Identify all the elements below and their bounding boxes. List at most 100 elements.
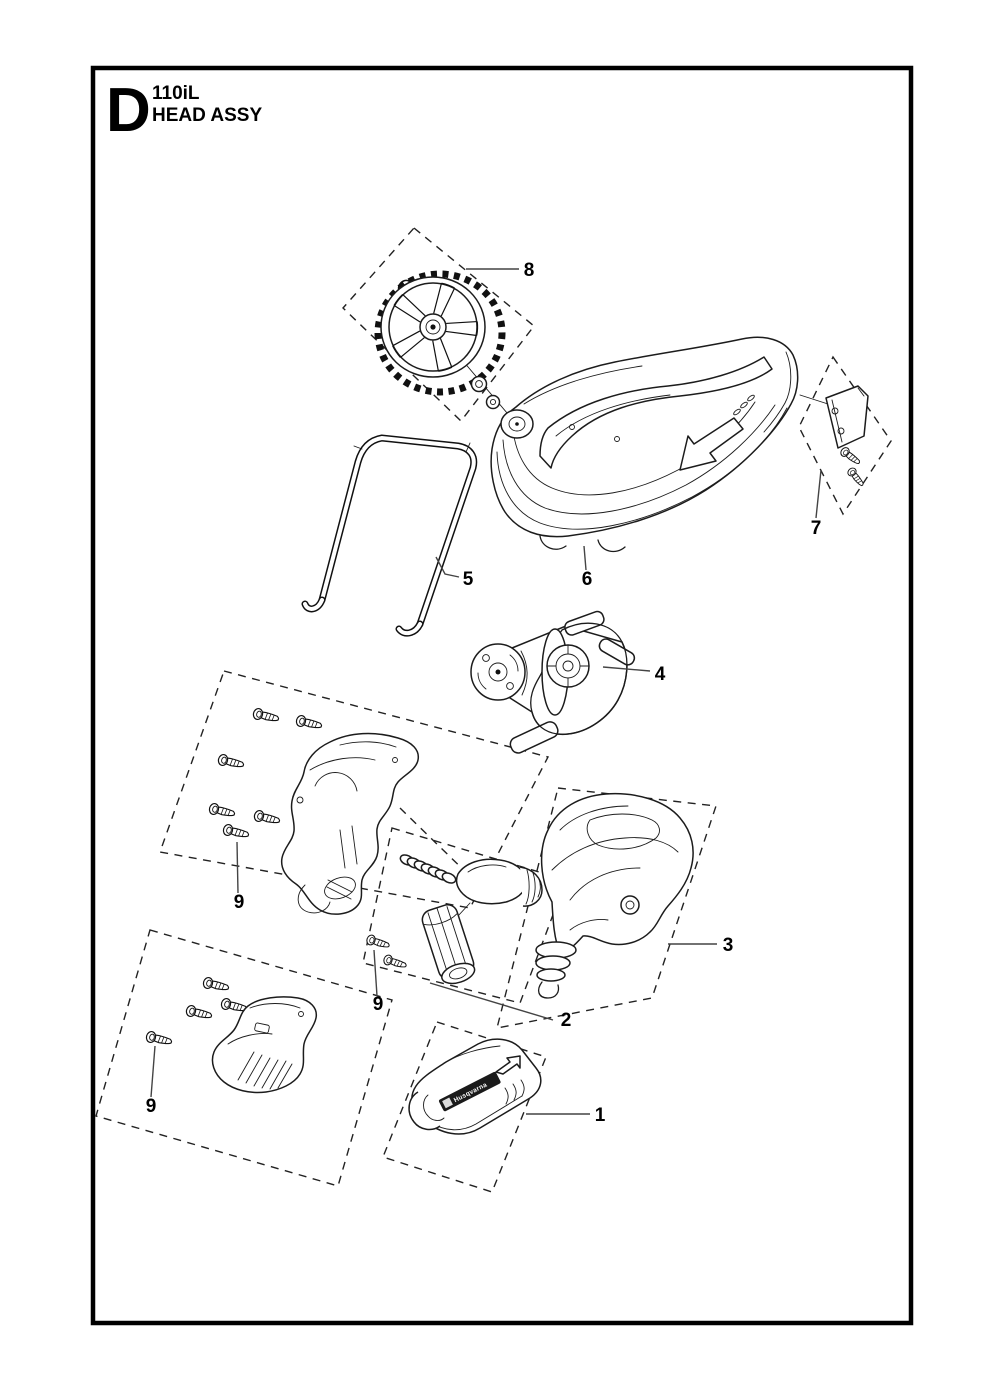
page-border bbox=[90, 65, 914, 1326]
guard-rib bbox=[539, 356, 773, 469]
assembly-title: HEAD ASSY bbox=[152, 105, 262, 126]
bracket-link-line bbox=[799, 394, 829, 405]
bracket-hole bbox=[831, 407, 839, 415]
leader-9-mid bbox=[373, 949, 378, 997]
group-box-bracket bbox=[798, 355, 892, 516]
callout-3: 3 bbox=[723, 935, 734, 956]
part-8-support-wheel bbox=[374, 270, 514, 421]
arrow-hash bbox=[740, 401, 748, 409]
collar-hook bbox=[537, 981, 560, 999]
model-label: 110iL bbox=[152, 83, 200, 104]
callout-9-lower: 9 bbox=[146, 1096, 157, 1117]
housing-left-hole bbox=[296, 796, 304, 804]
guard-contour-2 bbox=[502, 404, 776, 515]
cover-arrow bbox=[495, 1055, 521, 1075]
cover-fork-notch bbox=[423, 1094, 445, 1121]
housing-left-foot bbox=[297, 879, 353, 914]
housing-right-lines bbox=[551, 805, 679, 931]
callout-4: 4 bbox=[655, 664, 666, 685]
guard-hole bbox=[569, 424, 575, 430]
motor-face-slots bbox=[477, 654, 519, 690]
callout-9-upper: 9 bbox=[234, 892, 245, 913]
trigger-cap bbox=[519, 866, 543, 907]
housing-left-hole bbox=[392, 757, 398, 763]
screw bbox=[207, 801, 237, 821]
guard-hub-dot bbox=[515, 422, 519, 426]
lock-cylinder bbox=[421, 904, 476, 985]
leader-7 bbox=[815, 469, 822, 519]
guard-rib-line bbox=[555, 394, 671, 437]
callout-1: 1 bbox=[595, 1105, 606, 1126]
part-2-trigger-kit bbox=[365, 854, 543, 985]
housing-left-lines bbox=[309, 741, 397, 792]
leader-5 bbox=[435, 556, 460, 578]
motor-face-hole bbox=[506, 682, 514, 690]
wheel-tread bbox=[374, 270, 506, 396]
housing-right-button-inner bbox=[625, 900, 635, 910]
part-7-bracket-kit bbox=[799, 385, 869, 489]
screw bbox=[184, 1003, 214, 1023]
trigger-link bbox=[457, 902, 471, 917]
callout-8: 8 bbox=[524, 260, 535, 281]
wheel-nut bbox=[485, 394, 501, 410]
guard-rim-line bbox=[763, 351, 792, 433]
housing-lower-piece bbox=[211, 996, 318, 1094]
callout-5: 5 bbox=[463, 569, 474, 590]
group-box-wheel-kit bbox=[342, 227, 535, 423]
housing-lower-grip bbox=[237, 1051, 293, 1090]
wire-foot-inner bbox=[303, 598, 422, 636]
leader-6 bbox=[583, 545, 587, 571]
guard-hole bbox=[614, 436, 620, 442]
section-letter: D bbox=[106, 76, 151, 145]
screw bbox=[382, 953, 409, 972]
screw bbox=[365, 933, 392, 952]
bracket-screw bbox=[845, 465, 867, 489]
collar-2 bbox=[535, 955, 571, 971]
spring bbox=[399, 854, 457, 884]
cover-ridges bbox=[504, 1079, 525, 1105]
rotation-arrow bbox=[679, 417, 744, 471]
housing-lower-lines bbox=[227, 1003, 301, 1045]
housing-right-button bbox=[620, 895, 640, 915]
housing-left-ribs bbox=[339, 825, 358, 869]
leader-9-upper bbox=[236, 841, 239, 894]
wheel-hub-center bbox=[430, 324, 436, 330]
leader-4 bbox=[602, 666, 651, 672]
callout-9-mid: 9 bbox=[373, 994, 384, 1015]
trigger-cap-ridges bbox=[525, 869, 541, 905]
screw bbox=[221, 822, 251, 842]
housing-lower-clip bbox=[254, 1022, 270, 1034]
leader-2 bbox=[429, 982, 554, 1021]
gear-center bbox=[562, 660, 574, 672]
arrow-hash bbox=[733, 408, 741, 416]
part-4-motor-assembly bbox=[470, 610, 636, 754]
housing-lower-outline bbox=[211, 996, 318, 1094]
wheel-nut-hole bbox=[489, 398, 497, 406]
part-3-housing-right bbox=[535, 792, 694, 999]
bracket-hole bbox=[837, 427, 845, 435]
screw bbox=[144, 1029, 174, 1049]
arrow-hash bbox=[747, 394, 755, 402]
trigger-lever-line bbox=[467, 864, 507, 873]
callout-6: 6 bbox=[582, 569, 593, 590]
part-1-cover: Husqvarna bbox=[408, 1038, 542, 1135]
guard-tabs bbox=[539, 535, 626, 553]
wheel-washer-hole bbox=[475, 380, 483, 388]
housing-right-outline bbox=[540, 792, 694, 953]
bracket bbox=[825, 385, 869, 449]
guard-hub-inner bbox=[508, 416, 526, 432]
motor-shaft-boss bbox=[488, 662, 508, 682]
wire-joints bbox=[353, 442, 471, 453]
motor-shaft bbox=[495, 669, 501, 675]
gear-housing bbox=[530, 622, 628, 735]
guard-contour-1 bbox=[496, 407, 788, 530]
header: D 110iL HEAD ASSY bbox=[106, 76, 262, 145]
guard-top-flange bbox=[523, 365, 643, 405]
housing-left-outline bbox=[280, 732, 420, 915]
screw bbox=[252, 808, 282, 828]
housing-left-boss bbox=[324, 876, 356, 900]
callout-7: 7 bbox=[811, 518, 822, 539]
leader-9-lower bbox=[150, 1045, 156, 1098]
motor-lug-right bbox=[598, 638, 636, 666]
